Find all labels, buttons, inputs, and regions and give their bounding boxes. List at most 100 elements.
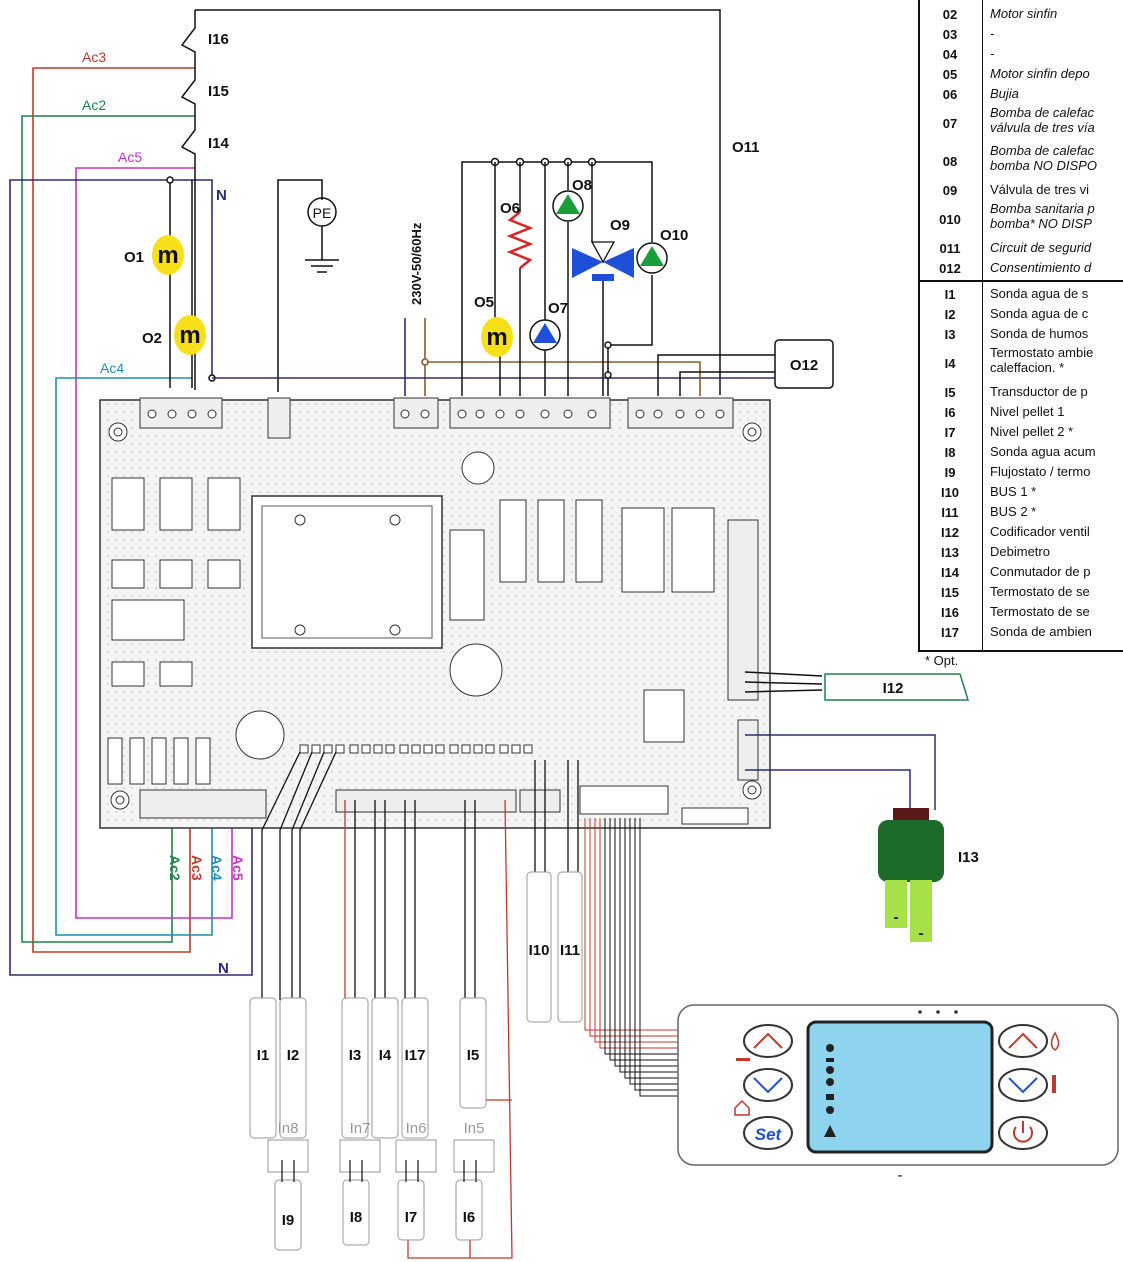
legend-code: 06 [942, 86, 958, 102]
legend-row-outputs: 04 - [920, 44, 1123, 64]
label-bottom-ac2: Ac2 [167, 855, 183, 881]
label-i14: I14 [208, 135, 230, 152]
sensor-wires [261, 751, 579, 1259]
label-bottom-ac3: Ac3 [189, 855, 205, 881]
button-set[interactable] [743, 1116, 793, 1150]
legend-code: 04 [942, 46, 958, 62]
legend-description: Consentimiento d [990, 260, 1092, 275]
chevron-up-icon [753, 1032, 783, 1049]
legend-code: I10 [940, 484, 960, 500]
legend-separator [920, 280, 1123, 282]
label-i13: I13 [958, 849, 979, 866]
legend-code: I15 [940, 584, 960, 600]
button-up-left[interactable] [743, 1024, 793, 1058]
chevron-down-icon-right [1008, 1077, 1038, 1094]
label-i1: I1 [257, 1047, 270, 1064]
label-i5: I5 [467, 1047, 480, 1064]
label-ac3: Ac3 [82, 49, 106, 65]
ribbon-cable [584, 818, 690, 1097]
button-down-right[interactable] [998, 1068, 1048, 1102]
button-up-right[interactable] [998, 1024, 1048, 1058]
label-i17: I17 [405, 1047, 426, 1064]
probe-i3 [341, 997, 369, 1139]
legend-description: - [990, 46, 995, 61]
legend-code: 07 [942, 115, 958, 131]
legend-description: Sonda agua de c [990, 306, 1089, 321]
legend-description: Flujostato / termo [990, 464, 1091, 479]
control-panel: Set [677, 1004, 1119, 1166]
output-wiring [461, 157, 653, 396]
flowmeter-i13 [745, 734, 944, 942]
heater-o6 [506, 211, 534, 269]
chevron-up-icon-right [1008, 1032, 1038, 1049]
label-ac2: Ac2 [82, 97, 106, 113]
label-o10: O10 [660, 227, 688, 244]
thermostat-chain [180, 9, 721, 395]
legend-description: Conmutador de p [990, 564, 1091, 579]
panel-lcd [806, 1020, 994, 1154]
legend-code: I3 [944, 326, 956, 342]
chevron-down-icon [753, 1077, 783, 1094]
motor-o1-symbol: m [157, 242, 178, 269]
probe-i2 [279, 997, 307, 1139]
button-down-left[interactable] [743, 1068, 793, 1102]
label-pe: PE [313, 205, 332, 221]
motor-o2-symbol: m [179, 322, 200, 349]
legend-description: Nivel pellet 2 * [990, 424, 1074, 439]
legend-code: I16 [940, 604, 960, 620]
wire-ac4 [55, 377, 213, 936]
legend-code: I9 [944, 464, 956, 480]
label-i11: I11 [560, 942, 580, 959]
legend-description: Sonda agua acum [990, 444, 1096, 459]
label-i4: I4 [379, 1047, 392, 1064]
flowmeter-minus-2: - [919, 925, 924, 942]
legend-description: Termostato de se [990, 604, 1090, 619]
legend-row-outputs: 03- [920, 24, 1123, 44]
probe-i8 [342, 1179, 370, 1246]
power-icon [1013, 1121, 1033, 1143]
label-i12: I12 [883, 680, 904, 697]
wire-ac3 [32, 67, 195, 953]
thermometer-icon [1052, 1075, 1056, 1093]
valve-o9 [572, 241, 634, 281]
label-i7: I7 [405, 1209, 418, 1226]
label-ac4: Ac4 [100, 360, 124, 376]
wire-neutral [9, 179, 253, 976]
probe-i5 [459, 997, 487, 1109]
legend-description: Debimetro [990, 544, 1050, 559]
legend-code: I2 [944, 306, 956, 322]
label-in7: In7 [350, 1120, 371, 1137]
label-o6: O6 [500, 200, 520, 217]
label-i6: I6 [463, 1209, 476, 1226]
legend-description: Motor sinfin depo [990, 66, 1090, 81]
legend-code: 012 [939, 260, 961, 276]
label-o11: O11 [732, 139, 760, 156]
legend-row-outputs: 06 Bujia [920, 84, 1123, 104]
panel-minus: - [898, 1167, 903, 1184]
left-wire-loops [9, 67, 253, 976]
legend-description: Bujia [990, 86, 1019, 101]
legend-description: Motor sinfin [990, 6, 1058, 21]
house-icon [734, 1099, 750, 1116]
label-i10: I10 [529, 942, 550, 959]
legend-row-inputs: I2 Sonda agua de c [920, 304, 1123, 324]
legend-description: - [990, 26, 995, 41]
label-o2: O2 [142, 330, 162, 347]
motor-wires [166, 176, 216, 388]
mains-supply-wires [212, 318, 795, 396]
probe-i11 [557, 871, 583, 1023]
